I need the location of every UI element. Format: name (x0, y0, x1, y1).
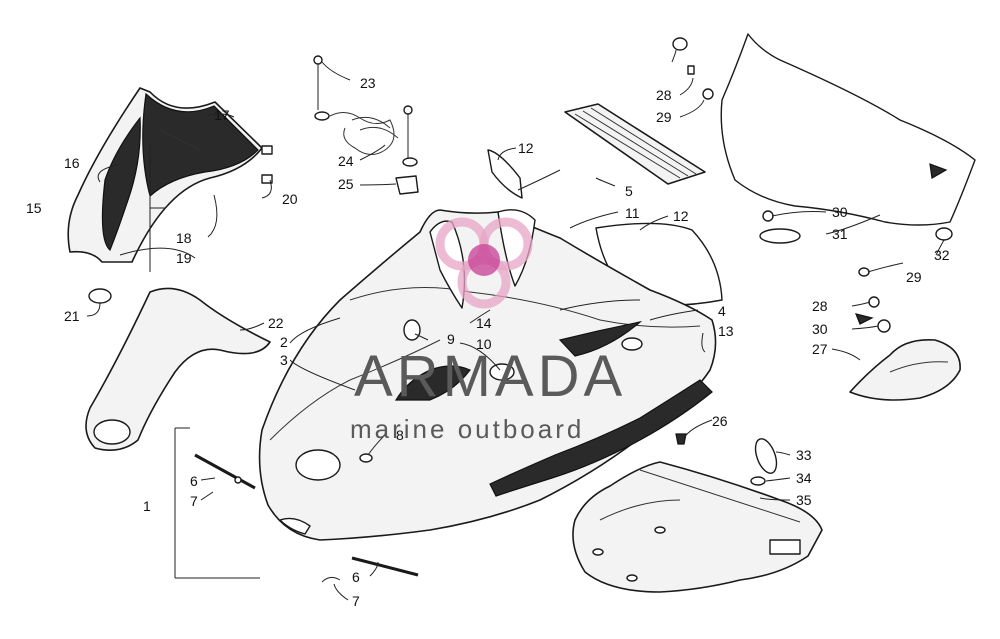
spring-assembly (313, 55, 419, 195)
callout-33: 33 (796, 447, 812, 463)
grommet-26 (675, 433, 687, 445)
callout-19: 19 (176, 250, 192, 266)
callout-17: 17 (214, 107, 230, 123)
callout-23: 23 (360, 75, 376, 91)
callout-14: 14 (476, 315, 492, 331)
callout-6b: 6 (352, 569, 360, 585)
callout-15: 15 (26, 200, 42, 216)
seal-ring-33 (754, 438, 778, 474)
hand-deflector (849, 267, 961, 401)
callout-28a: 28 (656, 87, 672, 103)
callout-30b: 30 (812, 321, 828, 337)
callout-26: 26 (712, 413, 728, 429)
fasteners-upper (672, 37, 714, 100)
hood-decal-panel (67, 87, 273, 263)
main-hood (258, 209, 717, 541)
side-cover-12-upper (487, 149, 523, 199)
callout-7a: 7 (190, 493, 198, 509)
callout-7b: 7 (352, 593, 360, 609)
vent-grille (564, 103, 706, 185)
callout-2: 2 (280, 334, 288, 350)
callout-28b: 28 (812, 298, 828, 314)
callout-4: 4 (718, 303, 726, 319)
hood-pins (174, 427, 419, 583)
watermark: ARMADA marine outboard (350, 217, 626, 444)
windshield (720, 33, 976, 244)
callout-25: 25 (338, 176, 354, 192)
handlebar-pad (85, 287, 271, 451)
belly-pan (572, 461, 823, 593)
callout-10: 10 (476, 336, 492, 352)
callout-12b: 12 (673, 208, 689, 224)
callout-29a: 29 (656, 109, 672, 125)
callout-32: 32 (934, 247, 950, 263)
callout-labels: 1 2 3 4 5 6 7 6 7 8 9 10 11 12 12 13 14 … (26, 75, 950, 609)
callout-6a: 6 (190, 473, 198, 489)
washer-34 (750, 476, 766, 486)
grommet-21 (88, 288, 112, 304)
callout-3: 3 (280, 352, 288, 368)
callout-31: 31 (832, 226, 848, 242)
watermark-brand: ARMADA (354, 344, 626, 409)
callout-24: 24 (338, 153, 354, 169)
callout-34: 34 (796, 470, 812, 486)
watermark-tagline: marine outboard (350, 414, 584, 444)
callout-30a: 30 (832, 204, 848, 220)
callout-11: 11 (625, 205, 640, 221)
callout-35: 35 (796, 492, 812, 508)
callout-9: 9 (447, 331, 455, 347)
callout-20: 20 (282, 191, 298, 207)
callout-13: 13 (718, 323, 734, 339)
callout-8: 8 (396, 427, 404, 443)
watermark-logo (435, 217, 533, 309)
leader-lines (86, 49, 945, 601)
callout-1: 1 (143, 498, 151, 514)
grommet-32 (935, 227, 953, 241)
callout-16: 16 (64, 155, 80, 171)
callout-21: 21 (64, 308, 80, 324)
callout-27: 27 (812, 341, 828, 357)
callout-12a: 12 (518, 140, 534, 156)
callout-18: 18 (176, 230, 192, 246)
callout-22: 22 (268, 315, 284, 331)
callout-29b: 29 (906, 269, 922, 285)
callout-5: 5 (625, 183, 633, 199)
